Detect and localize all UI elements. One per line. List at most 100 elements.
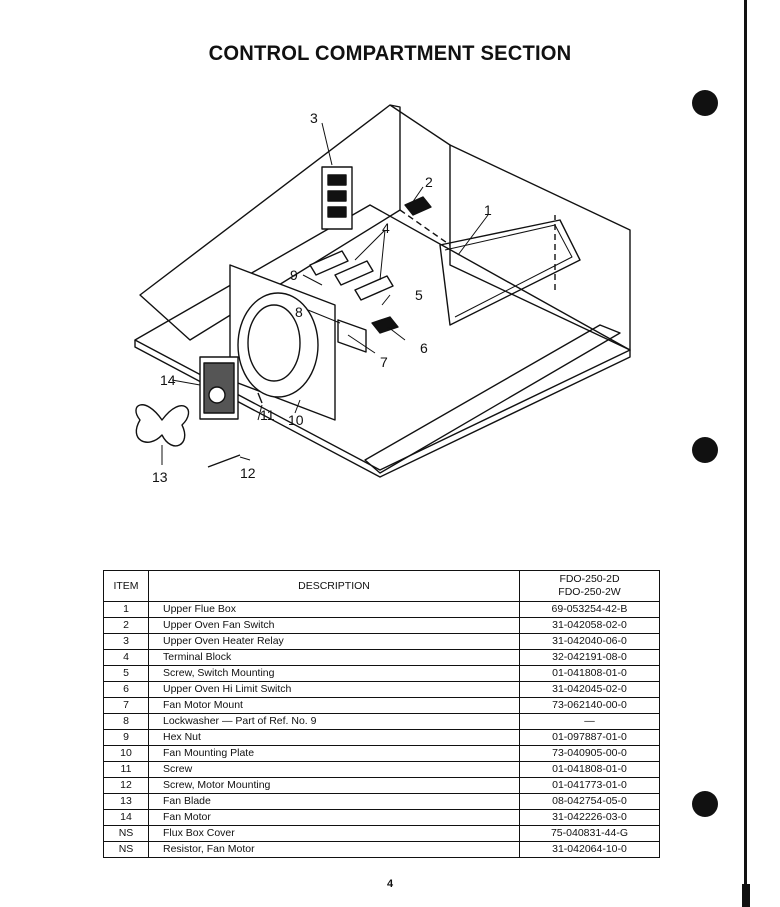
callout-8: 8 xyxy=(295,304,303,320)
callout-7: 7 xyxy=(380,354,388,370)
callout-11: 11 xyxy=(260,407,275,423)
parts-list-table: ITEM DESCRIPTION FDO-250-2D FDO-250-2W 1… xyxy=(103,570,660,858)
part-number: 31-042064-10-0 xyxy=(519,841,660,858)
item-description: Fan Motor xyxy=(148,809,520,826)
compartment-floor xyxy=(134,204,631,471)
item-description: Screw, Switch Mounting xyxy=(148,665,520,682)
item-description: Fan Motor Mount xyxy=(148,697,520,714)
callout-1: 1 xyxy=(484,202,492,218)
part-number: 31-042045-02-0 xyxy=(519,681,660,698)
item-description: Lockwasher — Part of Ref. No. 9 xyxy=(148,713,520,730)
callout-12: 12 xyxy=(240,465,256,481)
model-name: FDO-250-2D xyxy=(559,573,620,585)
header-description: DESCRIPTION xyxy=(148,570,520,602)
item-description: Screw xyxy=(148,761,520,778)
flue-box-lid xyxy=(444,224,573,318)
compartment-back-wall xyxy=(139,104,401,341)
fan-screw xyxy=(257,392,263,404)
item-description: Upper Flue Box xyxy=(148,601,520,618)
callout-9: 9 xyxy=(290,267,298,283)
part-number: 75-040831-44-G xyxy=(519,825,660,842)
model-name: FDO-250-2W xyxy=(558,586,621,598)
motor-screw xyxy=(207,454,241,468)
item-description: Upper Oven Hi Limit Switch xyxy=(148,681,520,698)
item-description: Terminal Block xyxy=(148,649,520,666)
binder-hole-bottom xyxy=(692,791,718,817)
part-number: 69-053254-42-B xyxy=(519,601,660,618)
compartment-back-edge xyxy=(389,104,451,146)
item-description: Resistor, Fan Motor xyxy=(148,841,520,858)
item-description: Upper Oven Fan Switch xyxy=(148,617,520,634)
item-description: Upper Oven Heater Relay xyxy=(148,633,520,650)
page-title: CONTROL COMPARTMENT SECTION xyxy=(208,42,572,65)
hi-limit-switch xyxy=(371,316,399,334)
part-number: 31-042058-02-0 xyxy=(519,617,660,634)
callout-6: 6 xyxy=(420,340,428,356)
item-number: 10 xyxy=(103,745,149,762)
item-description: Screw, Motor Mounting xyxy=(148,777,520,794)
page-edge-line xyxy=(744,0,747,890)
item-number: 14 xyxy=(103,809,149,826)
header-item: ITEM xyxy=(103,570,149,602)
callout-4: 4 xyxy=(382,220,390,236)
item-number: 9 xyxy=(103,729,149,746)
callout-14: 14 xyxy=(160,372,176,388)
callout-5: 5 xyxy=(415,287,423,303)
callout-3: 3 xyxy=(310,110,318,126)
part-number: 31-042226-03-0 xyxy=(519,809,660,826)
terminal-block-2 xyxy=(334,260,374,286)
part-number: 01-041808-01-0 xyxy=(519,665,660,682)
item-description: Fan Blade xyxy=(148,793,520,810)
item-number: 5 xyxy=(103,665,149,682)
item-number: 2 xyxy=(103,617,149,634)
terminal-block-1 xyxy=(309,250,349,276)
part-number: 73-062140-00-0 xyxy=(519,697,660,714)
compartment-right-wall xyxy=(449,144,631,351)
item-number: 6 xyxy=(103,681,149,698)
item-number: 8 xyxy=(103,713,149,730)
part-number: 31-042040-06-0 xyxy=(519,633,660,650)
table-header-row: ITEM DESCRIPTION FDO-250-2D FDO-250-2W xyxy=(103,570,660,602)
fan-switch xyxy=(404,196,432,216)
fan-blade xyxy=(135,404,190,447)
part-number: 01-041808-01-0 xyxy=(519,761,660,778)
fan-motor-mount xyxy=(337,319,367,353)
item-description: Flux Box Cover xyxy=(148,825,520,842)
part-number: 73-040905-00-0 xyxy=(519,745,660,762)
page-number: 4 xyxy=(386,878,394,890)
item-number: NS xyxy=(103,825,149,842)
item-number: 13 xyxy=(103,793,149,810)
compartment-right-rim xyxy=(364,324,621,474)
terminal-block-3 xyxy=(354,275,394,301)
item-number: 11 xyxy=(103,761,149,778)
binder-hole-top xyxy=(692,90,718,116)
binder-hole-middle xyxy=(692,437,718,463)
item-description: Hex Nut xyxy=(148,729,520,746)
leader-lines xyxy=(161,122,489,465)
item-description: Fan Mounting Plate xyxy=(148,745,520,762)
part-number: — xyxy=(519,713,660,730)
compartment-front-edge xyxy=(134,340,631,478)
callout-10: 10 xyxy=(288,412,304,428)
callout-13: 13 xyxy=(152,469,168,485)
part-number: 32-042191-08-0 xyxy=(519,649,660,666)
header-model: FDO-250-2D FDO-250-2W xyxy=(519,570,660,602)
page-edge-mark xyxy=(742,884,750,907)
item-number: 3 xyxy=(103,633,149,650)
part-number: 01-097887-01-0 xyxy=(519,729,660,746)
